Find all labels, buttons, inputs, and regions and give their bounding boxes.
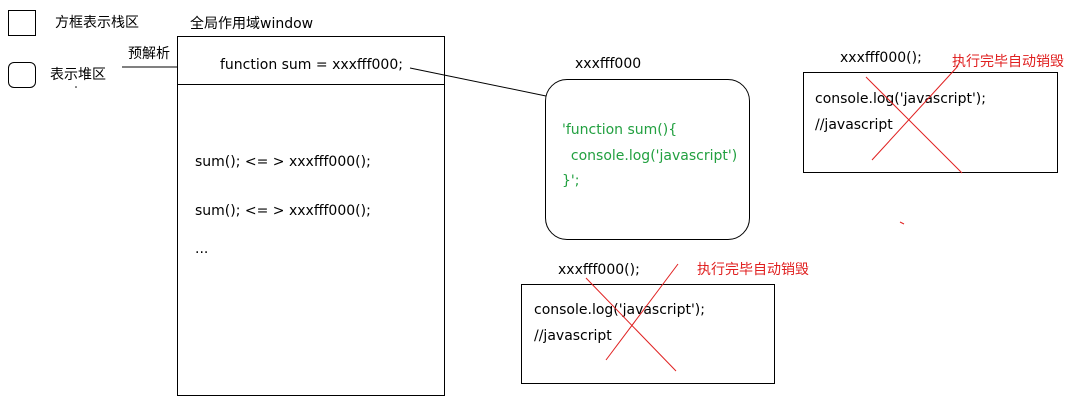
legend-stack-label: 方框表示栈区 [55, 15, 139, 31]
heap-box [545, 79, 750, 240]
heap-code-line-1: 'function sum(){ [562, 122, 678, 138]
global-scope-divider [177, 84, 445, 85]
exec-context-2-line-2: //javascript [534, 328, 612, 344]
exec-context-2-cross-b [605, 263, 679, 361]
exec-context-1-line-1: console.log('javascript'); [815, 91, 986, 107]
exec-context-2-line-1: console.log('javascript'); [534, 302, 705, 318]
legend-heap-symbol [8, 62, 36, 88]
reference-line [409, 67, 547, 97]
exec-context-1-line-2: //javascript [815, 117, 893, 133]
exec-context-2-title: xxxfff000(); [558, 262, 640, 278]
legend-stack-symbol [8, 10, 36, 36]
stray-dot [75, 86, 77, 88]
global-declaration: function sum = xxxfff000; [220, 57, 403, 73]
heap-code-line-3: }'; [562, 173, 580, 189]
legend-heap-label: 表示堆区 [50, 67, 106, 83]
exec-context-1-box [803, 72, 1058, 173]
exec-context-1-cross-a [865, 76, 963, 174]
exec-context-1-title: xxxfff000(); [840, 50, 922, 66]
exec-context-2-box [521, 284, 775, 384]
global-ellipsis: ... [195, 241, 209, 257]
exec-context-1-note: 执行完毕自动销毁 [952, 54, 1064, 70]
global-scope-title: 全局作用域window [190, 16, 314, 32]
exec-context-1-cross-b [871, 65, 959, 161]
exec-context-2-note: 执行完毕自动销毁 [697, 262, 809, 278]
global-call-line-1: sum(); <= > xxxfff000(); [195, 154, 371, 170]
stray-mark-red [899, 221, 905, 225]
heap-address: xxxfff000 [575, 56, 642, 72]
preparse-label: 预解析 [128, 46, 170, 62]
exec-context-2-cross-a [585, 277, 677, 372]
global-call-line-2: sum(); <= > xxxfff000(); [195, 203, 371, 219]
global-scope-box [177, 36, 445, 396]
heap-code-line-2: console.log('javascript') [562, 148, 738, 164]
